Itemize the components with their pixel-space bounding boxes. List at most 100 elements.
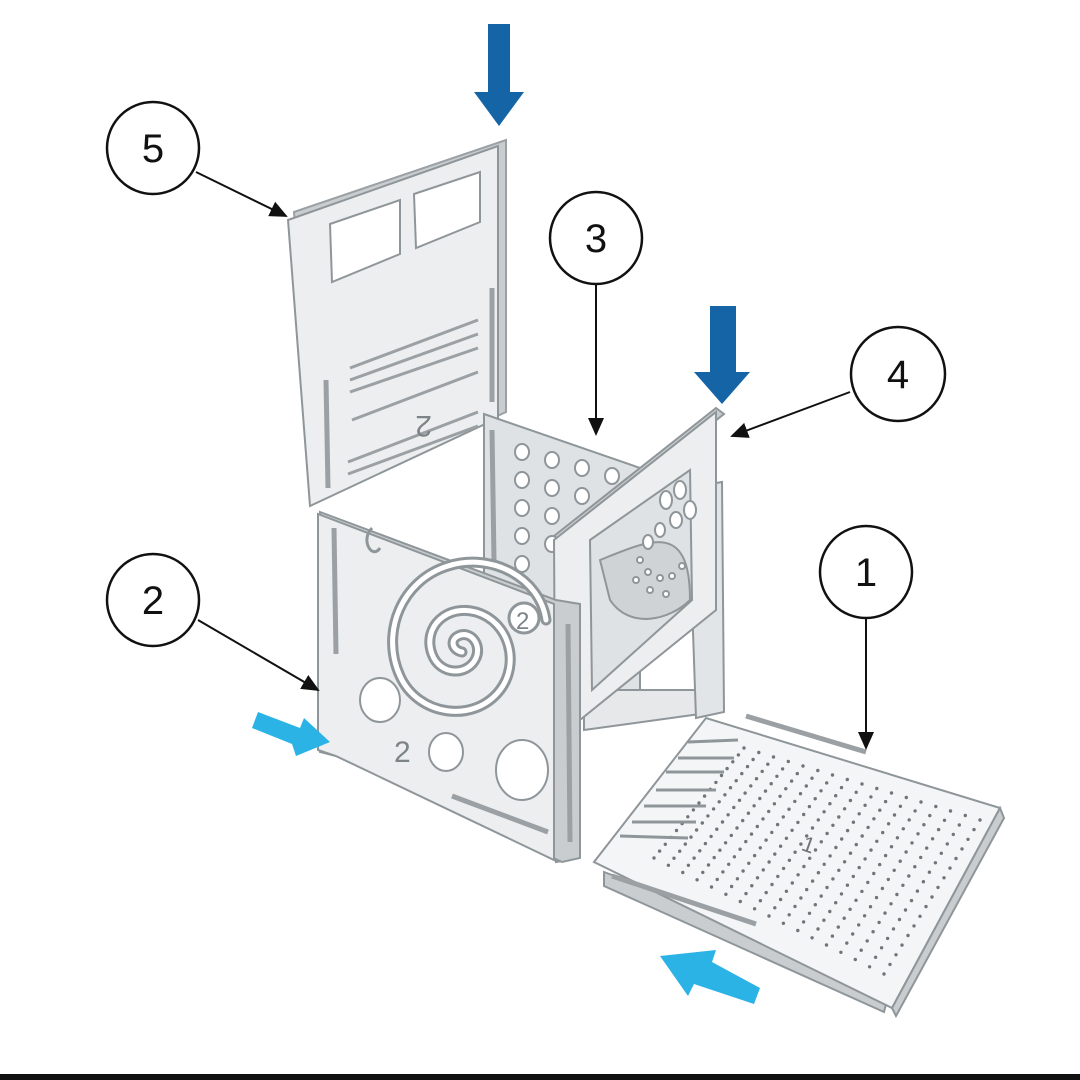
grid-dot — [695, 878, 699, 882]
grid-dot — [816, 818, 820, 822]
grid-dot — [936, 827, 941, 832]
grid-dot — [860, 834, 864, 838]
grid-dot — [866, 880, 870, 885]
grid-dot — [889, 902, 893, 906]
grid-dot — [942, 818, 947, 822]
grid-dot — [834, 845, 838, 850]
grid-dot — [807, 804, 812, 809]
grid-dot — [882, 972, 886, 976]
grid-dot — [828, 854, 832, 858]
grid-dot — [922, 823, 926, 827]
grid-dot — [795, 771, 799, 776]
grid-dot — [796, 820, 800, 825]
grid-dot — [834, 794, 838, 798]
grid-dot — [666, 863, 671, 867]
grid-dot — [892, 868, 896, 872]
grid-dot — [895, 892, 899, 897]
grid-dot — [854, 842, 858, 847]
grid-dot — [758, 899, 763, 903]
grid-dot — [697, 801, 701, 805]
grid-dot — [808, 856, 812, 860]
bottom-border-bar — [0, 1074, 1080, 1080]
grid-dot — [674, 828, 679, 833]
panel-1-base: 1 — [592, 713, 1006, 1019]
callout-2: 2 — [105, 552, 201, 648]
grid-dot — [755, 824, 759, 829]
panel-1-marking-rows — [619, 738, 739, 840]
grid-dot — [895, 836, 900, 840]
grid-dot — [921, 880, 926, 884]
grid-dot — [842, 807, 847, 811]
grid-dot — [763, 789, 768, 793]
grid-dot — [741, 818, 745, 823]
grid-dot — [851, 820, 856, 824]
callout-2-label: 2 — [142, 579, 164, 623]
grid-dot — [842, 916, 846, 920]
grid-dot — [702, 794, 707, 798]
grid-dot — [948, 809, 953, 813]
grid-dot — [853, 957, 857, 962]
panel-2-hole-large-right — [495, 739, 549, 801]
grid-dot — [769, 782, 773, 786]
grid-dot — [839, 950, 843, 954]
grid-dot — [744, 839, 748, 844]
grid-dot — [767, 914, 771, 918]
arrow-down-panel-4 — [694, 306, 750, 404]
grid-dot — [746, 811, 751, 815]
grid-dot — [807, 911, 812, 915]
grid-dot — [749, 832, 754, 836]
grid-dot — [901, 827, 905, 831]
arrow-down-panel-5 — [474, 24, 524, 126]
grid-dot — [871, 930, 875, 934]
grid-dot — [919, 800, 923, 804]
grid-dot — [799, 842, 803, 846]
grid-dot — [789, 779, 794, 783]
grid-dot — [845, 941, 849, 945]
grid-dot — [752, 907, 757, 911]
grid-dot — [709, 885, 714, 889]
grid-dot — [880, 886, 885, 891]
grid-dot — [720, 820, 725, 824]
panel-4-side — [552, 406, 726, 864]
grid-dot — [770, 830, 774, 835]
grid-dot — [881, 830, 885, 835]
callout-3-label: 3 — [585, 217, 607, 261]
grid-dot — [805, 887, 809, 892]
grid-dot — [868, 905, 873, 909]
grid-dot — [751, 757, 755, 762]
grid-dot — [723, 793, 727, 797]
grid-dot — [784, 787, 788, 791]
grid-dot — [945, 842, 949, 846]
grid-dot — [930, 895, 934, 899]
grid-dot — [828, 802, 832, 806]
grid-dot — [857, 865, 861, 870]
grid-dot — [810, 936, 814, 940]
grid-dot — [712, 855, 716, 860]
grid-dot — [784, 889, 789, 893]
grid-dot — [869, 848, 873, 852]
grid-dot — [863, 803, 867, 807]
grid-dot — [775, 822, 780, 827]
grid-dot — [805, 834, 809, 838]
grid-dot — [924, 904, 928, 909]
grid-dot — [904, 795, 908, 800]
grid-dot — [766, 762, 770, 766]
grid-dot — [735, 826, 739, 830]
grid-dot — [652, 856, 656, 860]
grid-dot — [778, 794, 782, 798]
grid-dot — [872, 817, 876, 821]
grid-dot — [694, 828, 699, 832]
grid-dot — [799, 896, 803, 900]
grid-dot — [819, 840, 823, 844]
grid-dot — [717, 800, 721, 804]
grid-dot — [790, 828, 794, 832]
grid-dot — [715, 827, 719, 831]
grid-dot — [936, 885, 940, 890]
grid-dot — [752, 853, 757, 858]
grid-dot — [828, 909, 832, 914]
grid-dot — [750, 884, 754, 888]
grid-dot — [889, 791, 894, 795]
grid-dot — [886, 822, 891, 826]
grid-dot — [715, 877, 719, 882]
panel-4-hole-pattern — [632, 480, 697, 598]
